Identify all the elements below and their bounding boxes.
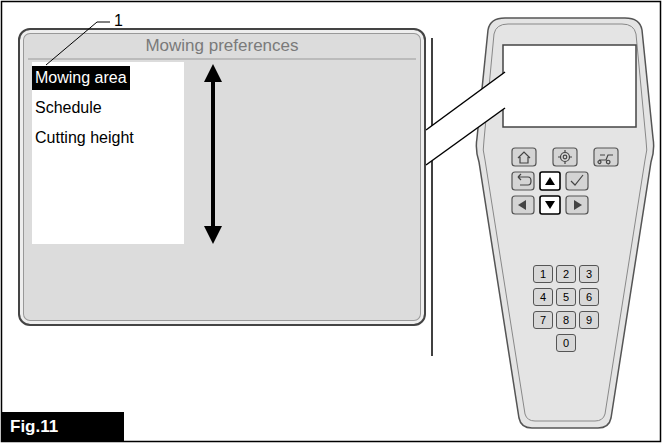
keypad-key: 8 xyxy=(556,311,576,329)
figure-number: Fig.11 xyxy=(2,412,124,442)
scroll-double-arrow xyxy=(204,64,222,244)
controller-screen xyxy=(503,45,636,127)
menu-list: Mowing areaScheduleCutting height xyxy=(32,62,184,244)
key-digit: 9 xyxy=(580,312,598,328)
keypad-key: 0 xyxy=(556,334,576,352)
keypad-key: 7 xyxy=(533,311,553,329)
menu-item: Cutting height xyxy=(32,126,137,150)
keypad-key: 4 xyxy=(533,288,553,306)
key-digit: 6 xyxy=(580,289,598,305)
key-digit: 5 xyxy=(557,289,575,305)
figure-label: Fig.11 xyxy=(2,412,124,442)
key-digit: 1 xyxy=(534,266,552,282)
key-digit: 4 xyxy=(534,289,552,305)
zoom-wedge xyxy=(426,72,505,165)
zoom-line xyxy=(426,108,505,165)
menu-item: Schedule xyxy=(32,96,105,120)
selected-menu-item: Mowing area xyxy=(32,66,130,90)
key-digit: 0 xyxy=(557,335,575,351)
key-digit: 2 xyxy=(557,266,575,282)
keypad-key: 6 xyxy=(579,288,599,306)
leader-line xyxy=(46,22,110,65)
screen-title: Mowing preferences xyxy=(20,36,424,56)
key-digit: 8 xyxy=(557,312,575,328)
zoom-line xyxy=(426,72,505,130)
keypad-key: 3 xyxy=(579,265,599,283)
key-digit: 3 xyxy=(580,266,598,282)
keypad-key: 9 xyxy=(579,311,599,329)
header-separator xyxy=(28,59,416,60)
callout-number: 1 xyxy=(114,12,123,30)
keypad-key: 2 xyxy=(556,265,576,283)
keypad-key: 1 xyxy=(533,265,553,283)
key-digit: 7 xyxy=(534,312,552,328)
screen-panel: Mowing preferencesMowing areaScheduleCut… xyxy=(18,28,426,326)
keypad-key: 5 xyxy=(556,288,576,306)
divider-line xyxy=(431,38,433,356)
